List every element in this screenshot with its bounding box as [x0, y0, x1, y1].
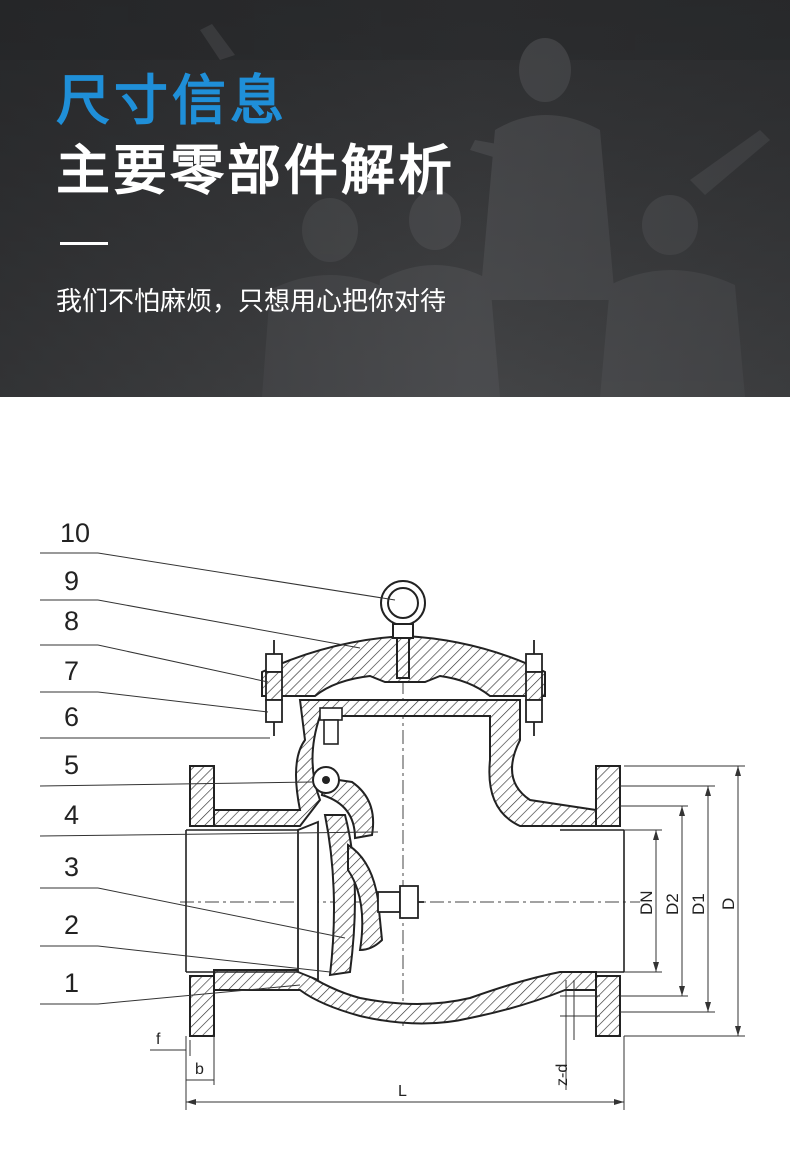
part-number-2: 2 [64, 910, 79, 940]
part-number-1: 1 [64, 968, 79, 998]
valve-disc [320, 776, 384, 977]
part-number-4: 4 [64, 800, 79, 830]
title-main-parts: 主要零部件解析 [56, 139, 455, 202]
bracket-bolt [319, 707, 343, 745]
slogan-text: 我们不怕麻烦，只想用心把你对待 [56, 287, 447, 317]
d1-label: D1 [689, 893, 708, 915]
zd-label: z-d [554, 1064, 571, 1086]
d2-label: D2 [663, 893, 682, 915]
part-number-8: 8 [64, 606, 79, 636]
title-size-info: 尺寸信息 [56, 69, 288, 132]
cover-bolts [265, 640, 543, 736]
part-number-10: 10 [60, 518, 90, 548]
leader-lines [39, 552, 396, 1005]
l-label: L [398, 1083, 407, 1100]
part-number-7: 7 [64, 656, 79, 686]
diameter-labels: DN D2 D1 D [637, 890, 738, 915]
seat-ring [297, 820, 319, 982]
part-number-labels: 10 9 8 7 6 5 4 3 2 1 [60, 518, 90, 998]
dimension-arrows [653, 766, 741, 1036]
banner-background-photo [0, 0, 790, 397]
title-divider [60, 242, 108, 245]
part-number-6: 6 [64, 702, 79, 732]
part-number-5: 5 [64, 750, 79, 780]
bolt-hole-dimension [560, 980, 600, 1090]
valve-body [189, 634, 621, 1037]
header-banner: 尺寸信息 主要零部件解析 我们不怕麻烦，只想用心把你对待 [0, 0, 790, 397]
swing-check-valve-diagram: 10 9 8 7 6 5 4 3 2 1 DN D2 D1 D [39, 518, 745, 1110]
diameter-dimensions [620, 765, 745, 1037]
part-number-9: 9 [64, 566, 79, 596]
length-dimensions [150, 1036, 625, 1110]
d-label: D [719, 898, 738, 910]
part-number-3: 3 [64, 852, 79, 882]
disc-nut [377, 885, 424, 919]
valve-bore [185, 829, 625, 973]
b-label: b [195, 1061, 204, 1078]
length-arrows [186, 1099, 624, 1105]
f-label: f [156, 1031, 161, 1048]
hinge-pin-center [322, 776, 330, 784]
lifting-eye [380, 580, 426, 679]
dn-label: DN [637, 890, 656, 915]
